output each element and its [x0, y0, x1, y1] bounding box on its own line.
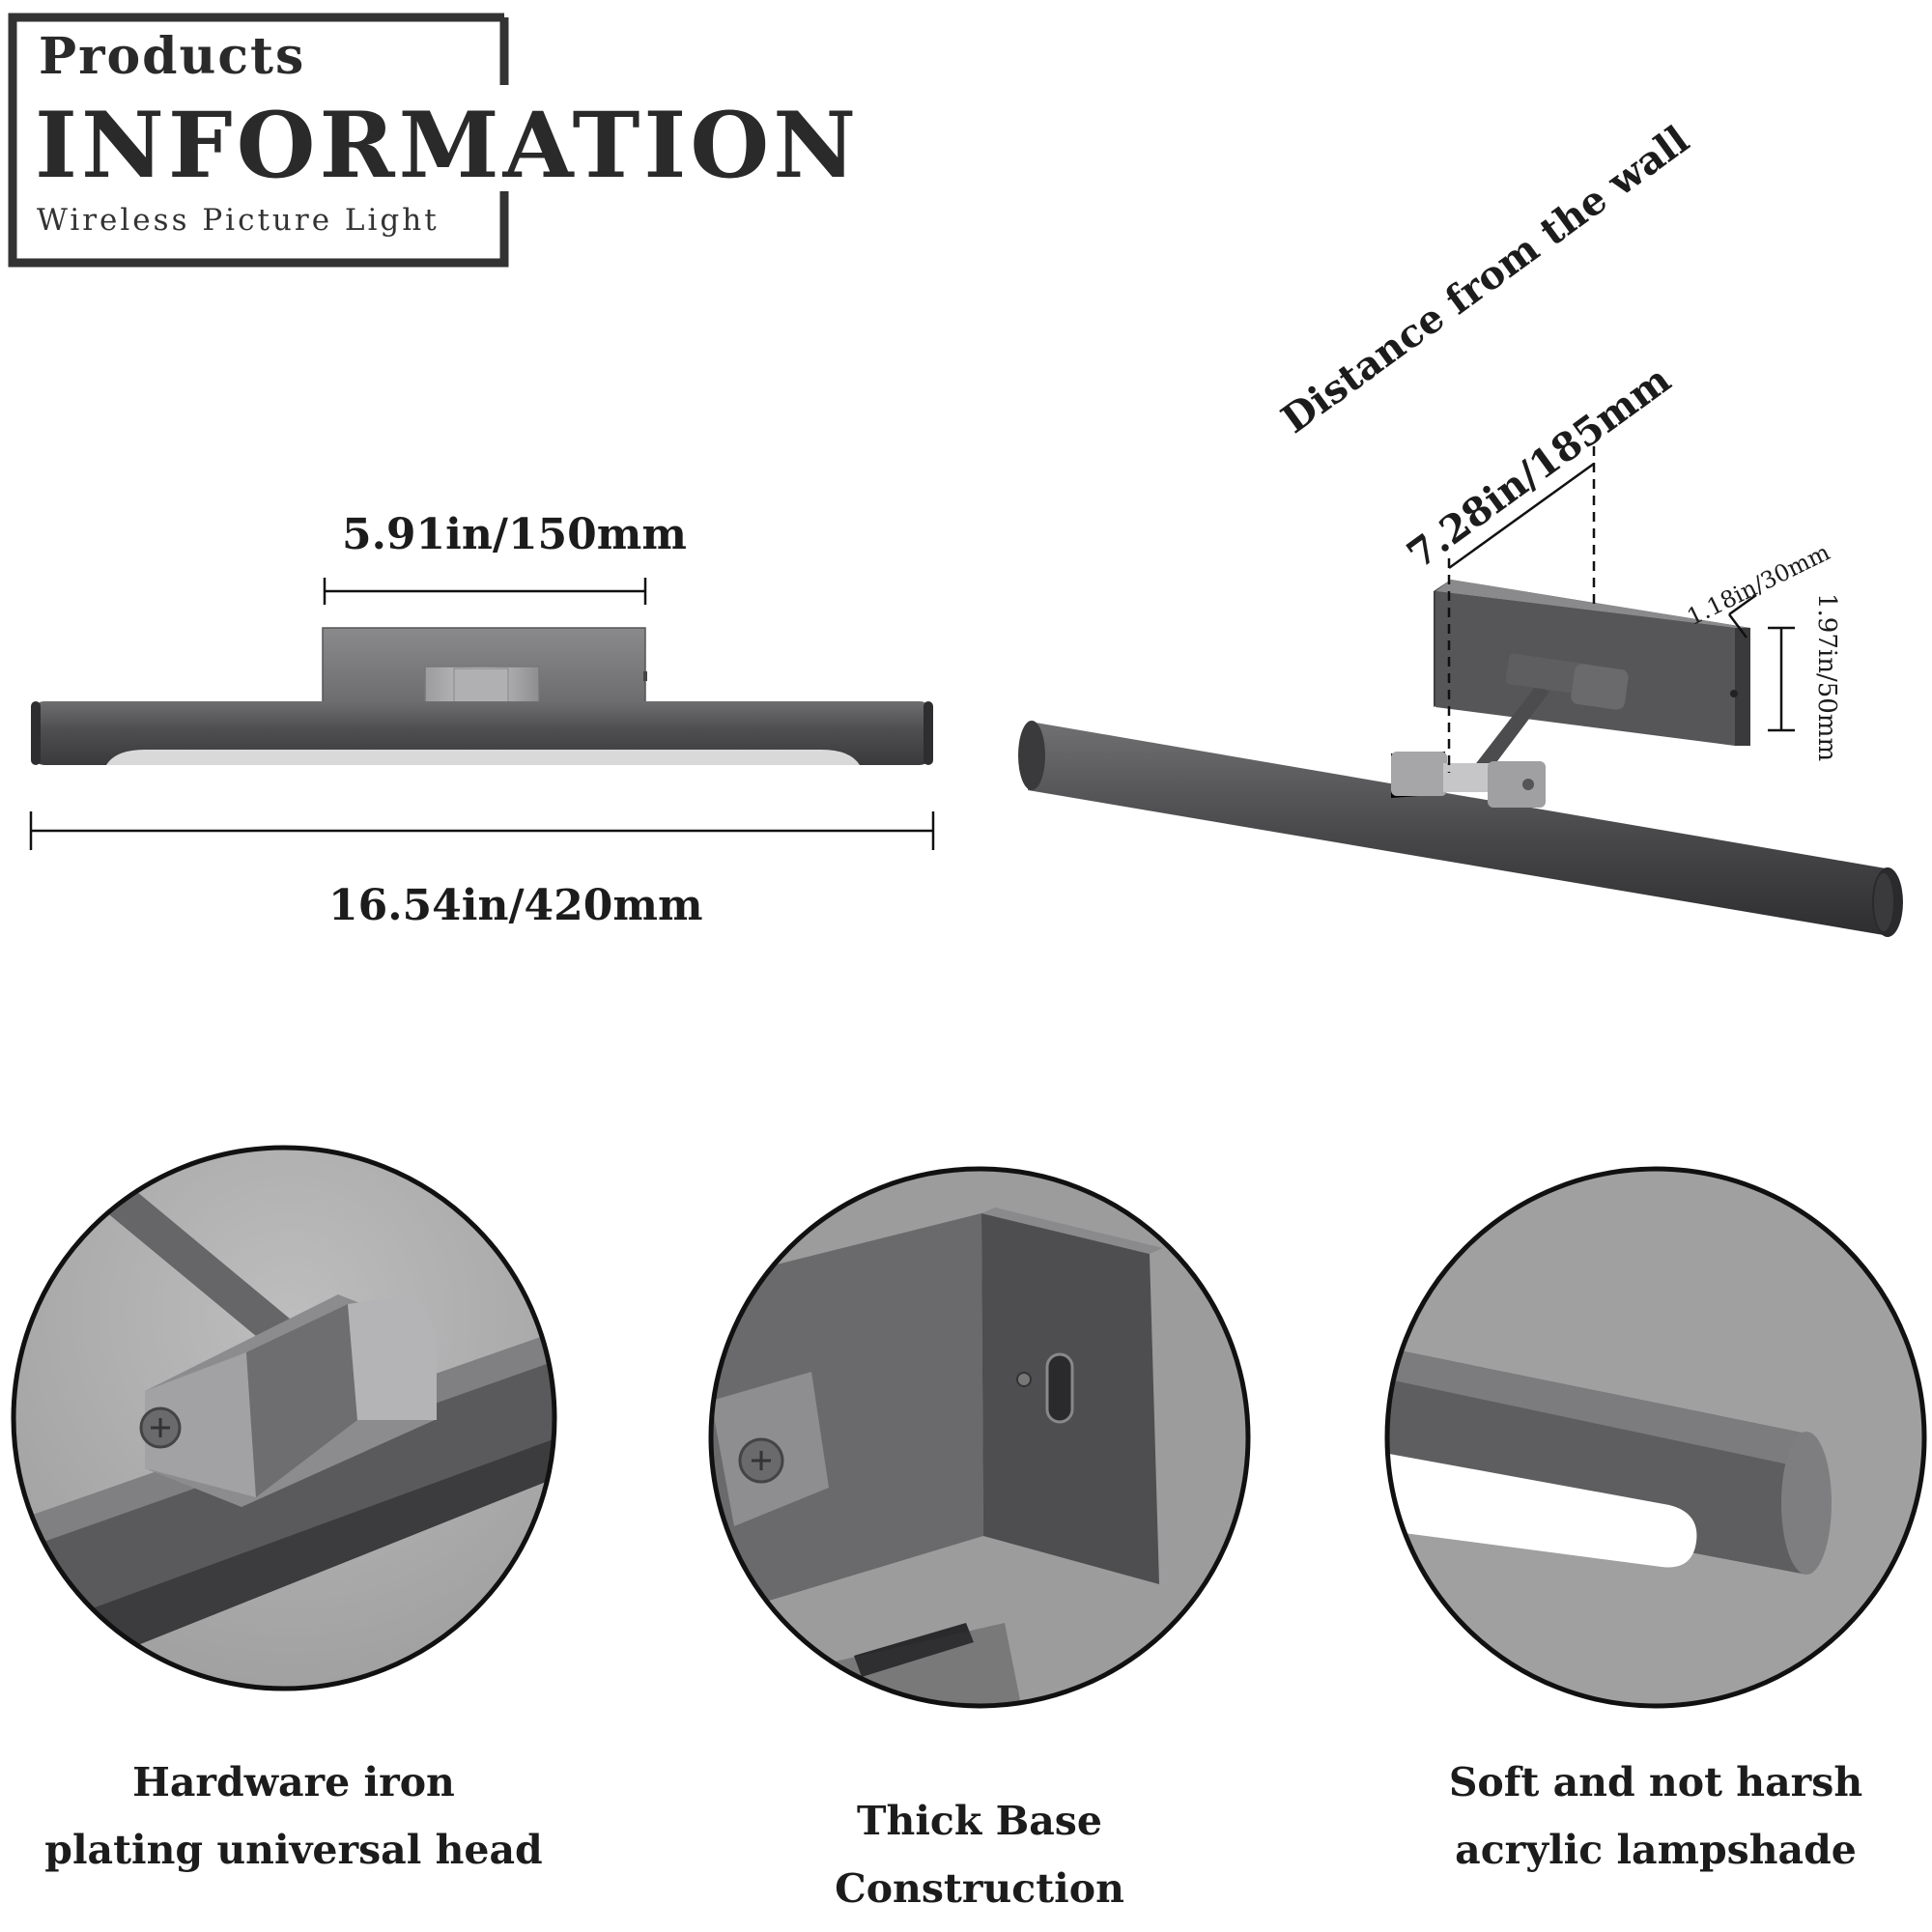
- detail-thick-base: [708, 1166, 1251, 1709]
- side-lamp-tube: [1028, 723, 1891, 935]
- front-dimension-lines: [29, 578, 935, 850]
- side-lower-hinge: [1391, 752, 1447, 796]
- header-frame: [8, 13, 509, 268]
- header-information: INFORMATION: [35, 93, 861, 199]
- feature-caption-acrylic-lampshade: Soft and not harsh acrylic lampshade: [1448, 1759, 1863, 1873]
- detail-universal-head: [11, 1145, 557, 1691]
- front-total-length-label: 16.54in/420mm: [328, 881, 703, 930]
- side-dimension-lines: [1447, 446, 1795, 773]
- side-arm: [1470, 686, 1549, 777]
- feature-caption-thick-base: Thick Base Construction: [835, 1798, 1124, 1912]
- detail-acrylic-lampshade: [1384, 1166, 1927, 1709]
- header-subtitle: Wireless Picture Light: [37, 203, 440, 238]
- front-base-width-label: 5.91in/150mm: [342, 510, 687, 559]
- header-products: Products: [39, 27, 306, 86]
- feature-caption-universal-head: Hardware iron plating universal head: [44, 1759, 543, 1873]
- side-view-lamp: [1018, 580, 1903, 937]
- front-lamp-bar: [31, 701, 933, 765]
- front-view-lamp: [31, 627, 933, 765]
- base-height-label: 1.97in/50mm: [1812, 593, 1841, 762]
